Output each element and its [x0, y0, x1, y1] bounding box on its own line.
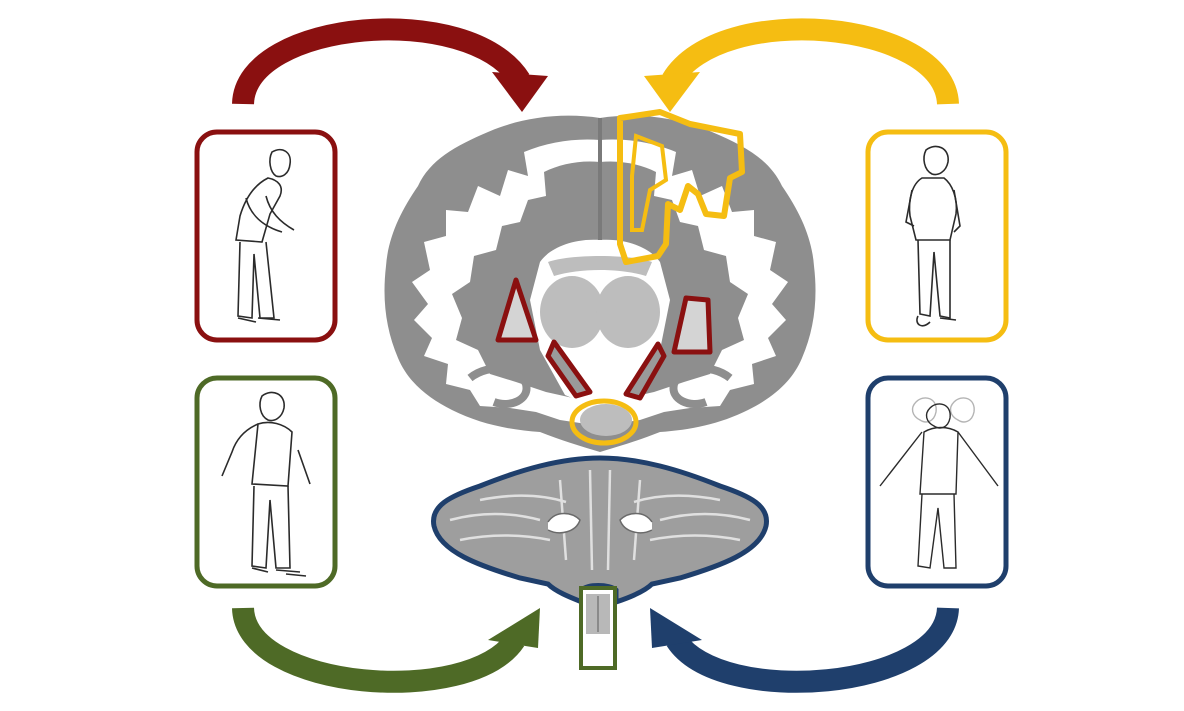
swaying-person-figure — [879, 397, 999, 569]
cerebellum-section — [431, 455, 769, 606]
cortex-outline — [617, 109, 745, 265]
green-arrow — [232, 606, 540, 693]
stooped-person-figure — [235, 148, 295, 323]
yellow-arrow — [644, 18, 959, 112]
standing-person-figure — [905, 145, 961, 327]
walking-person-figure — [221, 391, 311, 577]
spinal-cord-section — [579, 586, 617, 670]
red-arrow — [232, 18, 548, 112]
red-panel — [194, 129, 338, 343]
yellow-panel — [865, 129, 1009, 343]
basal-ganglia-outline — [495, 277, 713, 401]
blue-panel — [865, 375, 1009, 589]
brainstem-outline — [569, 398, 639, 446]
blue-arrow — [650, 606, 959, 693]
green-panel — [194, 375, 338, 589]
